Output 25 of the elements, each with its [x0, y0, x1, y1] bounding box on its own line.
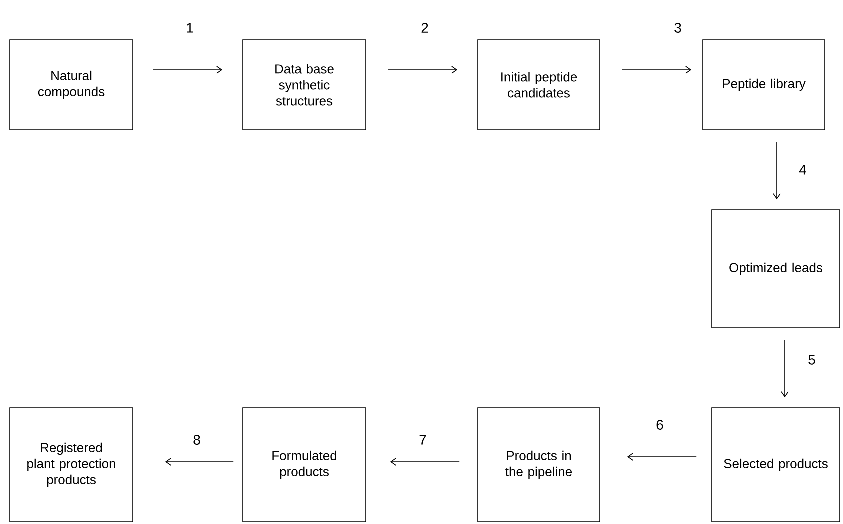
arrow [622, 66, 692, 74]
process-box: Selected products [712, 408, 840, 522]
process-box: Products in the pipeline [478, 408, 600, 522]
edge-label: 3 [674, 23, 682, 33]
edge-label: 8 [194, 435, 200, 445]
process-box: Registered plant protection products [10, 408, 134, 522]
edge-label: 7 [420, 435, 426, 445]
arrow [388, 66, 458, 74]
arrow [627, 453, 697, 461]
process-box: Natural compounds [10, 40, 134, 130]
process-box: Data base synthetic structures [242, 40, 366, 130]
process-box: Initial peptide candidates [478, 40, 600, 130]
process-box: Formulated products [242, 408, 366, 522]
arrow [153, 66, 223, 74]
edge-label: 4 [799, 165, 806, 175]
process-box: Peptide library [702, 40, 826, 130]
edge-label: 2 [422, 23, 428, 33]
process-box: Optimized leads [712, 210, 840, 328]
edge-label: 1 [187, 23, 194, 33]
arrow [781, 340, 789, 398]
arrow [390, 458, 460, 466]
arrow [773, 142, 781, 200]
edge-label: 6 [656, 420, 664, 430]
arrow [165, 458, 234, 466]
edge-label: 5 [808, 355, 816, 365]
